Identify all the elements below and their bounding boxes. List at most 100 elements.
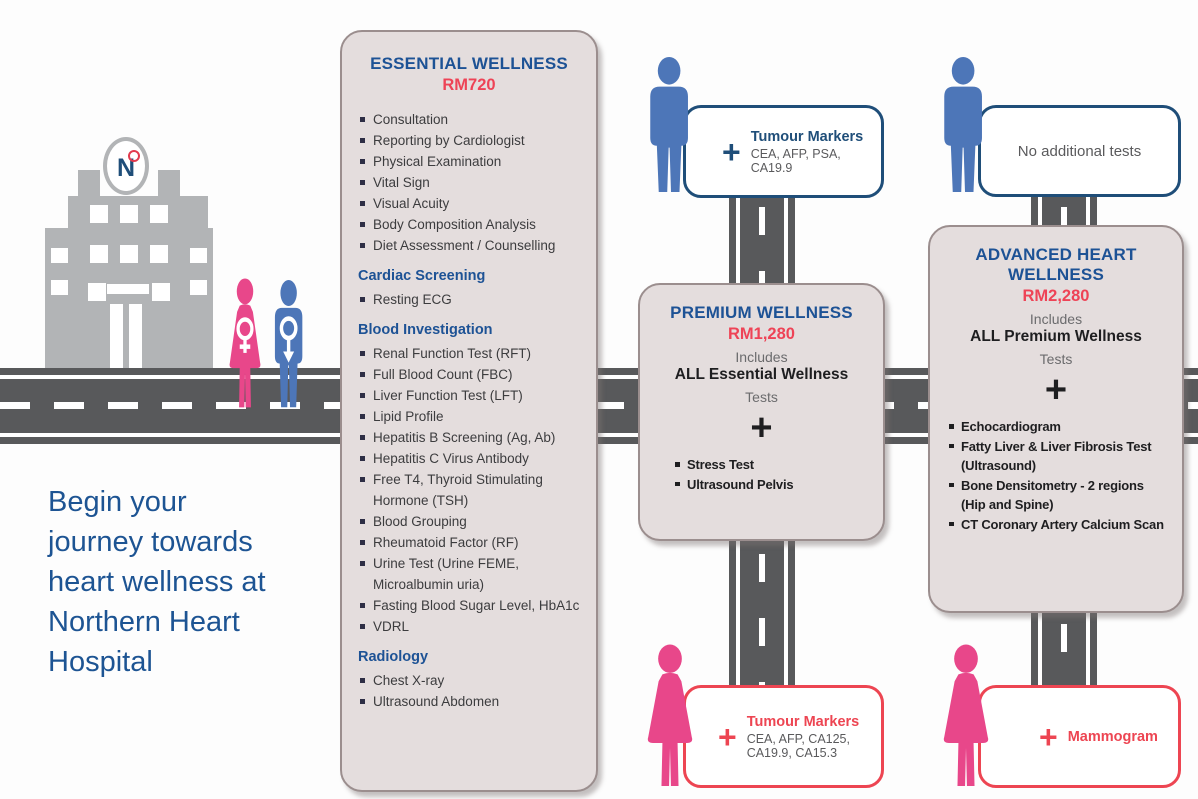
list-item: Ultrasound Abdomen bbox=[358, 691, 580, 712]
window bbox=[190, 248, 207, 263]
road-edge-line bbox=[736, 540, 740, 687]
road-edge-line bbox=[1038, 610, 1042, 687]
list-item: CT Coronary Artery Calcium Scan bbox=[948, 515, 1168, 535]
entrance-door bbox=[110, 304, 123, 368]
road-vertical-premium-bottom bbox=[729, 540, 795, 687]
female-figure-icon bbox=[647, 644, 693, 787]
window bbox=[150, 205, 168, 223]
window bbox=[190, 280, 207, 295]
includes-label: Includes bbox=[1029, 311, 1083, 327]
advanced-male-callout: No additional tests bbox=[978, 105, 1181, 197]
includes-package: ALL Premium Wellness bbox=[970, 328, 1142, 345]
plus-icon: + bbox=[718, 718, 737, 755]
list-item: Physical Examination bbox=[358, 151, 580, 172]
callout-title: Mammogram bbox=[1067, 728, 1158, 745]
road-edge-line bbox=[0, 433, 1198, 437]
list-item: Blood Grouping bbox=[358, 511, 580, 532]
list-item: Fasting Blood Sugar Level, HbA1c bbox=[358, 595, 580, 616]
callout-detail: CEA, AFP, PSA, CA19.9 bbox=[750, 146, 841, 175]
list-item: Hepatitis B Screening (Ag, Ab) bbox=[358, 427, 580, 448]
list-item: Liver Function Test (LFT) bbox=[358, 385, 580, 406]
essential-price: RM720 bbox=[442, 76, 496, 94]
plus-icon: + bbox=[1044, 369, 1068, 411]
window bbox=[90, 245, 108, 263]
list-item: Chest X-ray bbox=[358, 670, 580, 691]
male-symbol-figure-icon bbox=[274, 280, 303, 408]
list-item: Diet Assessment / Counselling bbox=[358, 235, 580, 256]
callout-title: Tumour Markers bbox=[750, 128, 864, 145]
list-item: Urine Test (Urine FEME, Microalbumin uri… bbox=[358, 553, 580, 595]
list-item: Renal Function Test (RFT) bbox=[358, 343, 580, 364]
section-heading-cardiac: Cardiac Screening bbox=[358, 268, 486, 284]
tagline-line: Begin your bbox=[48, 486, 187, 518]
premium-title: PREMIUM WELLNESS bbox=[670, 303, 853, 322]
includes-label: Includes bbox=[735, 349, 788, 365]
tagline-line: heart wellness at bbox=[48, 566, 266, 598]
list-item: Full Blood Count (FBC) bbox=[358, 364, 580, 385]
premium-wellness-card: PREMIUM WELLNESS RM1,280 Includes ALL Es… bbox=[638, 283, 885, 541]
premium-female-callout: + Tumour Markers CEA, AFP, CA125, CA19.9… bbox=[683, 685, 884, 788]
cardiac-screening-list: Resting ECG bbox=[358, 289, 580, 310]
plus-icon: + bbox=[722, 133, 741, 170]
road-center-dashes bbox=[759, 540, 765, 687]
entrance-lintel bbox=[107, 284, 149, 294]
window bbox=[90, 205, 108, 223]
hospital-logo: N bbox=[103, 137, 149, 195]
road-edge-line bbox=[784, 193, 788, 285]
advanced-heart-wellness-card: ADVANCED HEART WELLNESS RM2,280 Includes… bbox=[928, 225, 1184, 613]
list-item: Body Composition Analysis bbox=[358, 214, 580, 235]
road-edge-line bbox=[0, 375, 1198, 379]
road-edge-line bbox=[1038, 193, 1042, 228]
logo-ring-icon bbox=[128, 150, 140, 162]
window bbox=[120, 205, 138, 223]
tagline: Begin your journey towards heart wellness … bbox=[48, 482, 348, 682]
list-item: Vital Sign bbox=[358, 172, 580, 193]
window bbox=[51, 280, 68, 295]
plus-icon: + bbox=[750, 407, 773, 449]
blood-investigation-list: Renal Function Test (RFT)Full Blood Coun… bbox=[358, 343, 580, 637]
window bbox=[120, 245, 138, 263]
list-item: Lipid Profile bbox=[358, 406, 580, 427]
premium-price: RM1,280 bbox=[728, 325, 795, 343]
road-vertical-advanced-bottom bbox=[1031, 610, 1097, 687]
road-center-dashes bbox=[1061, 610, 1067, 687]
advanced-female-callout: + Mammogram bbox=[978, 685, 1181, 788]
tests-label: Tests bbox=[1039, 351, 1073, 367]
tagline-line: Hospital bbox=[48, 646, 153, 678]
tests-label: Tests bbox=[745, 389, 778, 405]
essential-title: ESSENTIAL WELLNESS bbox=[370, 54, 568, 73]
callout-text: No additional tests bbox=[1017, 142, 1142, 160]
list-item: Echocardiogram bbox=[948, 417, 1168, 437]
road-edge-line bbox=[1086, 193, 1090, 228]
list-item: Consultation bbox=[358, 109, 580, 130]
female-symbol-figure-icon bbox=[229, 278, 261, 408]
callout-detail: CEA, AFP, CA125, CA19.9, CA15.3 bbox=[746, 731, 850, 760]
entrance-door bbox=[129, 304, 142, 368]
list-item: Fatty Liver & Liver Fibrosis Test (Ultra… bbox=[948, 437, 1168, 476]
tagline-line: journey towards bbox=[48, 526, 253, 558]
list-item: Bone Densitometry - 2 regions (Hip and S… bbox=[948, 476, 1168, 515]
tagline-line: Northern Heart bbox=[48, 606, 240, 638]
male-figure-icon bbox=[944, 57, 982, 193]
callout-title: Tumour Markers bbox=[746, 713, 860, 730]
callout-text: Tumour Markers CEA, AFP, PSA, CA19.9 bbox=[751, 129, 881, 175]
list-item: Hepatitis C Virus Antibody bbox=[358, 448, 580, 469]
list-item: Ultrasound Pelvis bbox=[674, 475, 871, 495]
list-item: Free T4, Thyroid Stimulating Hormone (TS… bbox=[358, 469, 580, 511]
road-center-dashes bbox=[0, 402, 1198, 409]
road-edge-line bbox=[784, 540, 788, 687]
list-item: VDRL bbox=[358, 616, 580, 637]
building-cornice bbox=[78, 170, 100, 200]
road-edge-line bbox=[736, 193, 740, 285]
advanced-price: RM2,280 bbox=[1022, 287, 1090, 305]
advanced-title: ADVANCED HEART WELLNESS bbox=[975, 245, 1137, 284]
list-item: Resting ECG bbox=[358, 289, 580, 310]
list-item: Visual Acuity bbox=[358, 193, 580, 214]
window bbox=[152, 283, 170, 301]
female-figure-icon bbox=[943, 644, 989, 787]
